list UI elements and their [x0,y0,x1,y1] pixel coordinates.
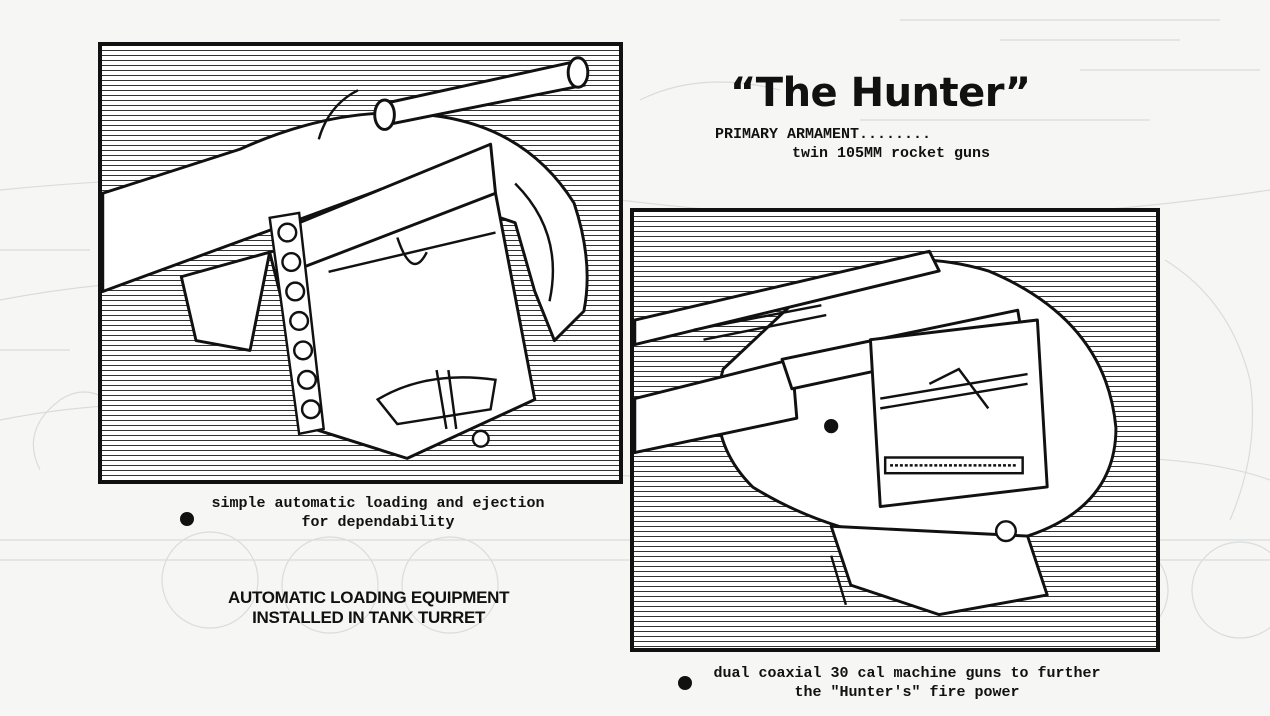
right-caption-line1: dual coaxial 30 cal machine guns to furt… [713,665,1101,682]
turret-drawing [634,249,1118,617]
armament-label: PRIMARY ARMAMENT........ [715,126,932,143]
bullet-left [180,512,194,526]
heading-line1: AUTOMATIC LOADING EQUIPMENT [228,588,510,607]
bullet-right [678,676,692,690]
left-caption-line2: for dependability [301,514,455,531]
left-caption: simple automatic loading and ejection fo… [198,494,558,532]
document-title: “The Hunter” [730,70,1031,116]
armament-value: twin 105MM rocket guns [792,145,991,162]
left-caption-line1: simple automatic loading and ejection [211,495,545,512]
section-heading: AUTOMATIC LOADING EQUIPMENT INSTALLED IN… [228,588,510,628]
loader-drawing [102,56,590,460]
loader-illustration [98,42,623,484]
right-caption-line2: the "Hunter's" fire power [794,684,1020,701]
coaxial-guns-illustration [630,208,1160,652]
right-caption: dual coaxial 30 cal machine guns to furt… [692,664,1122,702]
heading-line2: INSTALLED IN TANK TURRET [252,608,486,627]
